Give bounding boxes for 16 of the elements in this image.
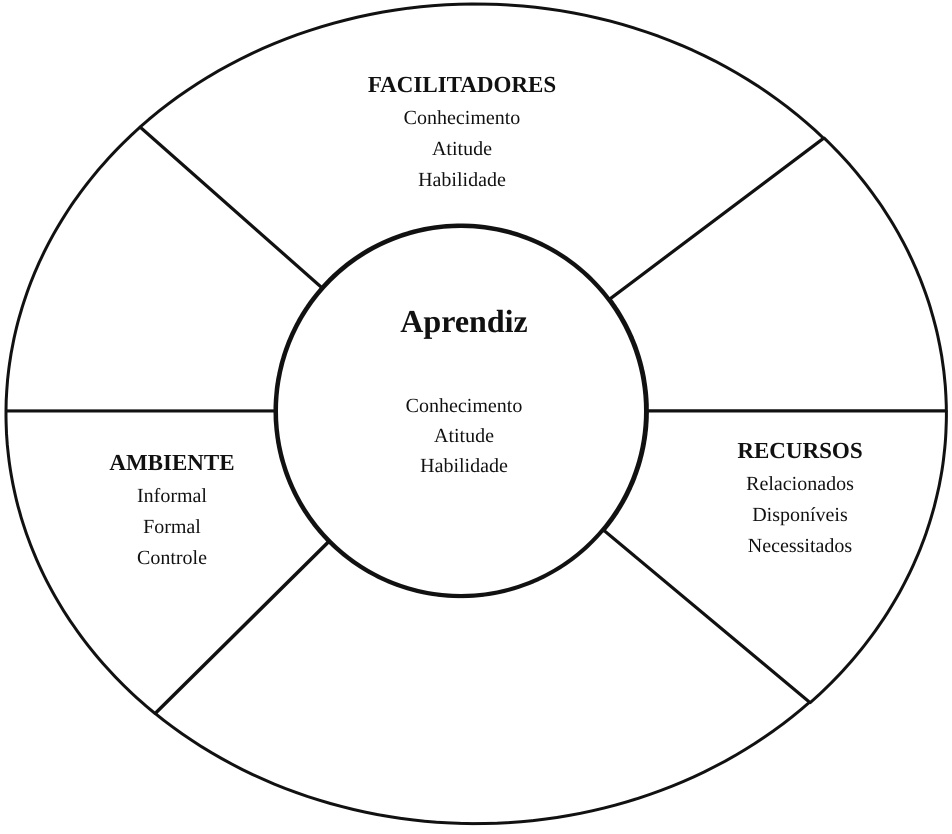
list-item: Informal bbox=[137, 484, 207, 508]
list-item: Controle bbox=[136, 546, 207, 570]
list-item: Conhecimento bbox=[404, 106, 520, 130]
list-item: Necessitados bbox=[748, 535, 852, 558]
sector-heading: AMBIENTE bbox=[109, 450, 235, 476]
list-item: Conhecimento bbox=[406, 395, 522, 418]
sector-heading: FACILITADORES bbox=[368, 72, 556, 98]
list-item: Disponíveis bbox=[752, 504, 848, 527]
list-item: Formal bbox=[143, 516, 201, 539]
list-item: Relacionados bbox=[746, 473, 854, 496]
list-item: Atitude bbox=[432, 138, 492, 161]
list-item: Habilidade bbox=[420, 455, 508, 478]
list-item: Habilidade bbox=[418, 168, 506, 192]
list-item: Atitude bbox=[434, 425, 494, 448]
sector-heading: RECURSOS bbox=[737, 438, 863, 464]
center-title: Aprendiz bbox=[400, 303, 528, 340]
